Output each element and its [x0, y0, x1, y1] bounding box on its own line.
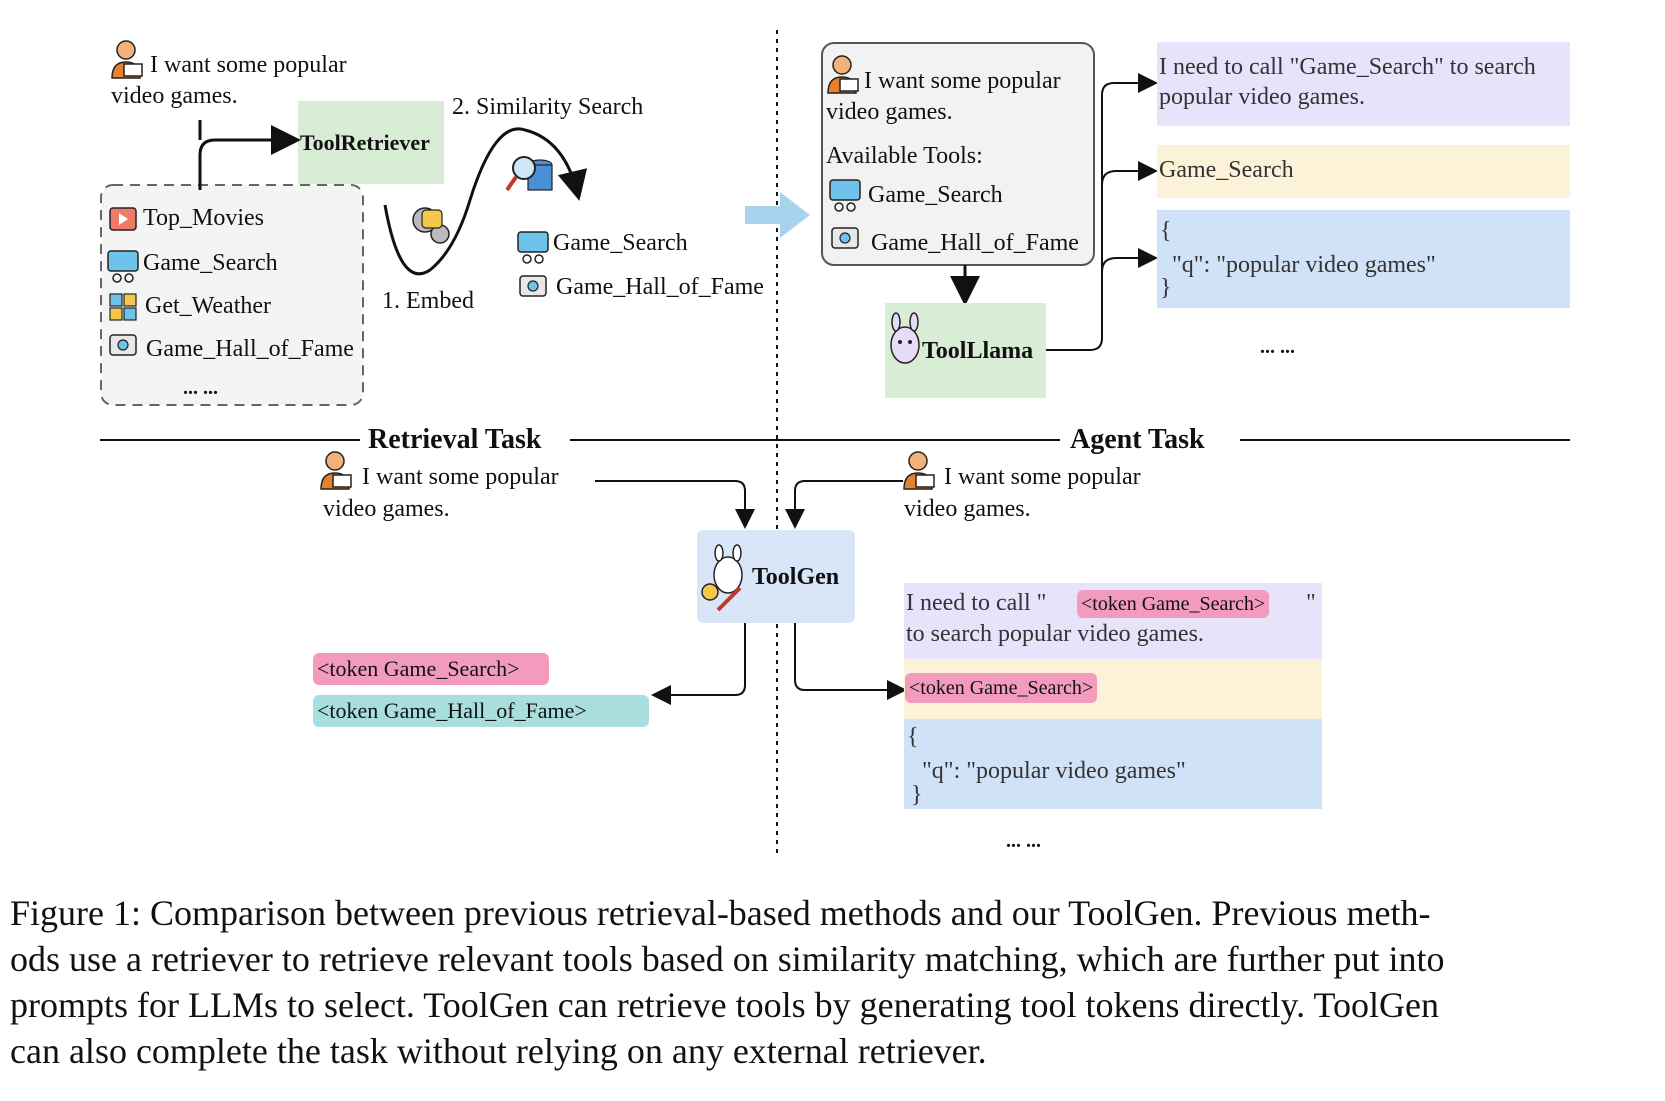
retrieval-task-heading: Retrieval Task: [368, 424, 542, 455]
user-icon: [111, 40, 143, 79]
trophy-frame-icon: [519, 275, 547, 297]
prompt-box: [821, 42, 1095, 266]
llama-out-arrow-2: [1101, 161, 1158, 186]
pool-ellipsis: ... ...: [183, 377, 218, 399]
agent-output-brace-open: {: [1160, 218, 1172, 244]
tool-retriever-label: ToolRetriever: [300, 130, 430, 155]
result-tool-game-search: Game_Search: [553, 230, 688, 256]
user-icon: [320, 451, 352, 490]
tool-retriever-box: [298, 101, 444, 184]
caption-line: prompts for LLMs to select. ToolGen can …: [10, 985, 1439, 1025]
caption-line: Figure 1: Comparison between previous re…: [10, 893, 1431, 933]
pool-tool-top-movies: Top_Movies: [143, 205, 264, 231]
agent-prompt-line1: I want some popular: [864, 68, 1061, 94]
movie-clapper-icon: [109, 207, 137, 231]
figure-caption: Figure 1: Comparison between previous re…: [10, 890, 1660, 1074]
llama-out-arrow-1: [1046, 73, 1158, 351]
toolgen-left-query-line2: video games.: [323, 496, 450, 522]
toolgen-right-query-line1: I want some popular: [944, 464, 1141, 490]
toolgen-to-output-arrow: [794, 623, 907, 700]
toolgen-output-text-line2: to search popular video games.: [906, 621, 1204, 647]
toolgen-comparison-diagram: I want some popular video games. ToolRet…: [100, 30, 1570, 855]
toolgen-output-args: "q": "popular video games": [922, 758, 1186, 784]
user-icon: [903, 451, 935, 490]
agent-output-text-box: [1157, 42, 1570, 126]
embed-search-curve: [383, 127, 588, 276]
available-tool-game-hall-of-fame: Game_Hall_of_Fame: [871, 230, 1079, 256]
available-tool-game-search: Game_Search: [868, 182, 1003, 208]
agent-output-tool-box: [1157, 145, 1570, 198]
pool-tool-game-hall-of-fame: Game_Hall_of_Fame: [146, 336, 354, 362]
agent-output-brace-close: }: [1160, 275, 1172, 301]
toolgen-output-brace-open: {: [907, 724, 919, 750]
toolgen-output-text-pre: I need to call ": [906, 590, 1047, 616]
toolgen-to-tokens-arrow: [651, 623, 746, 705]
toolgen-output-inline-token: <token Game_Search>: [1077, 590, 1270, 618]
agent-output-args: "q": "popular video games": [1172, 252, 1436, 278]
agent-prompt-line2: video games.: [826, 99, 953, 125]
pool-tool-get-weather: Get_Weather: [145, 293, 271, 319]
retrieval-query-line1: I want some popular: [150, 52, 347, 78]
trophy-frame-icon: [109, 334, 137, 356]
toolgen-label: ToolGen: [752, 564, 840, 590]
token-game-search: <token Game_Search>: [313, 653, 549, 685]
agent-output-tool: Game_Search: [1159, 157, 1294, 183]
right-query-arrow: [785, 480, 903, 529]
caption-line: can also complete the task without relyi…: [10, 1031, 987, 1071]
left-query-arrow: [595, 480, 755, 529]
toolgen-ellipsis: ... ...: [1006, 830, 1041, 852]
gamepad-icon: [517, 231, 549, 264]
embed-label: 1. Embed: [382, 288, 474, 314]
agent-ellipsis: ... ...: [1260, 336, 1295, 358]
toolgen-left-query-line1: I want some popular: [362, 464, 559, 490]
toolgen-right-query-line2: video games.: [904, 496, 1031, 522]
pool-tool-game-search: Game_Search: [143, 250, 278, 276]
weather-icon: [109, 293, 137, 321]
toolgen-output-text-post: ": [1306, 590, 1316, 616]
toolgen-output-args-box: [904, 719, 1322, 809]
similarity-search-label: 2. Similarity Search: [452, 94, 644, 120]
llama-icon: [890, 312, 920, 364]
toolgen-llama-tools-icon: [701, 544, 743, 612]
caption-line: ods use a retriever to retrieve relevant…: [10, 939, 1445, 979]
token-game-hall-of-fame: <token Game_Hall_of_Fame>: [313, 695, 649, 727]
toolgen-output-tool-token: <token Game_Search>: [905, 673, 1098, 703]
agent-output-text-line2: popular video games.: [1159, 84, 1365, 110]
transition-arrow: [745, 192, 810, 238]
trophy-frame-icon: [831, 227, 859, 249]
gamepad-icon: [107, 250, 139, 283]
result-tool-game-hall-of-fame: Game_Hall_of_Fame: [556, 274, 764, 300]
user-icon: [827, 55, 859, 94]
llama-out-arrow-3: [1101, 248, 1158, 273]
query-to-retriever-arrow: [198, 125, 301, 190]
tool-pool-box: [100, 184, 364, 406]
diagram-connectors: [100, 30, 1570, 855]
toolllama-label: ToolLlama: [922, 338, 1034, 364]
available-tools-label: Available Tools:: [826, 143, 983, 169]
toolgen-output-brace-close: }: [911, 782, 923, 808]
gamepad-icon: [829, 179, 861, 212]
embedding-gear-icon: [412, 207, 450, 244]
retrieval-query-line2: video games.: [111, 83, 238, 109]
agent-output-text-line1: I need to call "Game_Search" to search: [1159, 54, 1536, 80]
search-database-icon: [505, 156, 553, 192]
agent-output-args-box: [1157, 210, 1570, 308]
agent-task-heading: Agent Task: [1070, 424, 1205, 455]
